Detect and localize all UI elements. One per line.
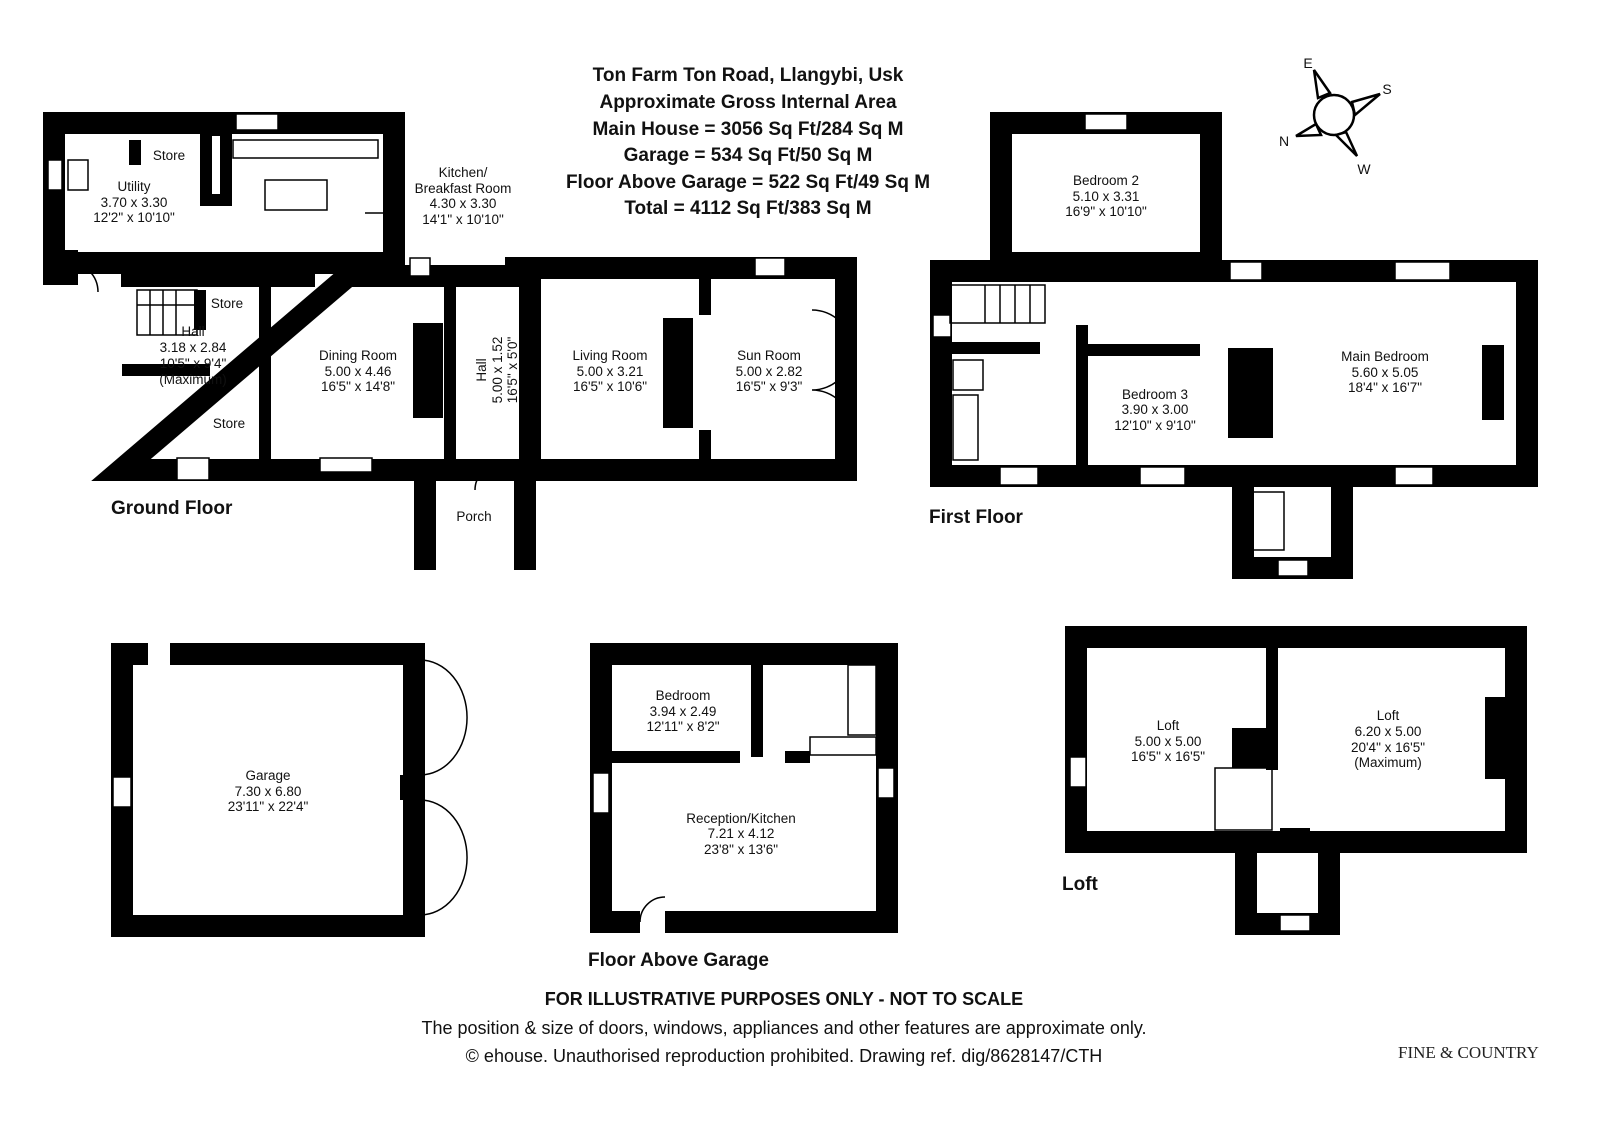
- copyright: © ehouse. Unauthorised reproduction proh…: [466, 1046, 1103, 1066]
- room-sun: Sun Room: [737, 348, 801, 363]
- compass-s: S: [1382, 81, 1391, 97]
- stairs-icon: [949, 284, 1046, 324]
- room-bedroom-3: Bedroom 3: [1122, 387, 1188, 402]
- property-address: Ton Farm Ton Road, Llangybi, Usk: [593, 65, 904, 86]
- room-loft-2: Loft: [1377, 708, 1400, 723]
- room-hall-2: Hall: [474, 358, 489, 381]
- room-hall: Hall: [181, 324, 204, 339]
- room-kitchen: Kitchen/: [439, 165, 488, 180]
- kitchen-metric: 4.30 x 3.30: [430, 196, 497, 211]
- disclaimer: FOR ILLUSTRATIVE PURPOSES ONLY - NOT TO …: [545, 989, 1023, 1009]
- room-bedroom-2: Bedroom 2: [1073, 173, 1139, 188]
- main-bedroom-imperial: 18'4" x 16'7": [1348, 380, 1422, 395]
- area-heading: Approximate Gross Internal Area: [599, 92, 896, 113]
- stairs-icon: [136, 289, 198, 336]
- compass-icon: E S N W: [1279, 55, 1392, 177]
- room-store-wc: Store: [213, 416, 245, 431]
- reception-kitchen-imperial: 23'8" x 13'6": [704, 842, 778, 857]
- dining-imperial: 16'5" x 14'8": [321, 379, 395, 394]
- room-porch: Porch: [456, 509, 491, 524]
- room-bedroom-above-garage: Bedroom: [656, 688, 711, 703]
- room-garage: Garage: [245, 768, 290, 783]
- compass-n: N: [1279, 133, 1289, 149]
- floor-above-garage-plan: Bedroom 3.94 x 2.49 12'11" x 8'2" Recept…: [588, 643, 898, 971]
- footer: FOR ILLUSTRATIVE PURPOSES ONLY - NOT TO …: [421, 989, 1538, 1066]
- floor-above-garage-area: Floor Above Garage = 522 Sq Ft/49 Sq M: [566, 172, 930, 193]
- living-metric: 5.00 x 3.21: [577, 364, 644, 379]
- room-living: Living Room: [572, 348, 647, 363]
- main-bedroom-metric: 5.60 x 5.05: [1352, 365, 1419, 380]
- reception-kitchen-metric: 7.21 x 4.12: [708, 826, 775, 841]
- hall-note: (Maximum): [159, 372, 227, 387]
- approximation-note: The position & size of doors, windows, a…: [421, 1018, 1146, 1038]
- first-floor-label: First Floor: [929, 507, 1024, 528]
- sun-imperial: 16'5" x 9'3": [736, 379, 803, 394]
- garage-area: Garage = 534 Sq Ft/50 Sq M: [624, 145, 873, 166]
- ground-floor-label: Ground Floor: [111, 498, 233, 519]
- first-floor-plan: Bedroom 2 5.10 x 3.31 16'9" x 10'10" Bed…: [929, 112, 1538, 579]
- sun-metric: 5.00 x 2.82: [736, 364, 803, 379]
- garage-imperial: 23'11" x 22'4": [228, 799, 309, 814]
- floor-above-garage-label: Floor Above Garage: [588, 950, 769, 971]
- dining-metric: 5.00 x 4.46: [325, 364, 392, 379]
- fine-and-country-logo: FINE & COUNTRY: [1398, 1043, 1539, 1062]
- main-house-area: Main House = 3056 Sq Ft/284 Sq M: [593, 119, 904, 140]
- utility-imperial: 12'2" x 10'10": [93, 210, 175, 225]
- garage-metric: 7.30 x 6.80: [235, 784, 302, 799]
- loft-2-metric: 6.20 x 5.00: [1355, 724, 1422, 739]
- loft-plan: Loft 5.00 x 5.00 16'5" x 16'5" Loft 6.20…: [1062, 626, 1527, 935]
- loft-1-imperial: 16'5" x 16'5": [1131, 749, 1205, 764]
- bedroom-above-garage-metric: 3.94 x 2.49: [650, 704, 717, 719]
- room-dining: Dining Room: [319, 348, 397, 363]
- compass-e: E: [1303, 55, 1312, 71]
- kitchen-imperial: 14'1" x 10'10": [422, 212, 504, 227]
- ground-floor-plan: Store Utility 3.70 x 3.30 12'2" x 10'10"…: [43, 112, 857, 570]
- room-loft-1: Loft: [1157, 718, 1180, 733]
- room-main-bedroom: Main Bedroom: [1341, 349, 1429, 364]
- loft-2-imperial: 20'4" x 16'5": [1351, 740, 1425, 755]
- room-store-hall: Store: [211, 296, 243, 311]
- bedroom-2-imperial: 16'9" x 10'10": [1065, 204, 1147, 219]
- bedroom-above-garage-imperial: 12'11" x 8'2": [646, 719, 719, 734]
- total-area: Total = 4112 Sq Ft/383 Sq M: [624, 198, 871, 219]
- hall-imperial: 10'5" x 9'4": [160, 356, 227, 371]
- loft-2-note: (Maximum): [1354, 755, 1422, 770]
- hall-2-metric: 5.00 x 1.52: [490, 337, 505, 404]
- hall-2-imperial: 16'5" x 5'0": [505, 337, 520, 404]
- loft-label: Loft: [1062, 874, 1099, 895]
- header: Ton Farm Ton Road, Llangybi, Usk Approxi…: [566, 65, 930, 219]
- room-kitchen-line2: Breakfast Room: [415, 181, 512, 196]
- bedroom-3-metric: 3.90 x 3.00: [1122, 402, 1189, 417]
- room-utility: Utility: [118, 179, 151, 194]
- room-reception-kitchen: Reception/Kitchen: [686, 811, 796, 826]
- garage-plan: Garage 7.30 x 6.80 23'11" x 22'4": [111, 643, 468, 937]
- utility-metric: 3.70 x 3.30: [101, 195, 168, 210]
- loft-1-metric: 5.00 x 5.00: [1135, 734, 1202, 749]
- living-imperial: 16'5" x 10'6": [573, 379, 647, 394]
- room-store-utility: Store: [153, 148, 185, 163]
- bedroom-2-metric: 5.10 x 3.31: [1073, 189, 1140, 204]
- bedroom-3-imperial: 12'10" x 9'10": [1114, 418, 1196, 433]
- hall-metric: 3.18 x 2.84: [160, 340, 227, 355]
- compass-w: W: [1357, 161, 1371, 177]
